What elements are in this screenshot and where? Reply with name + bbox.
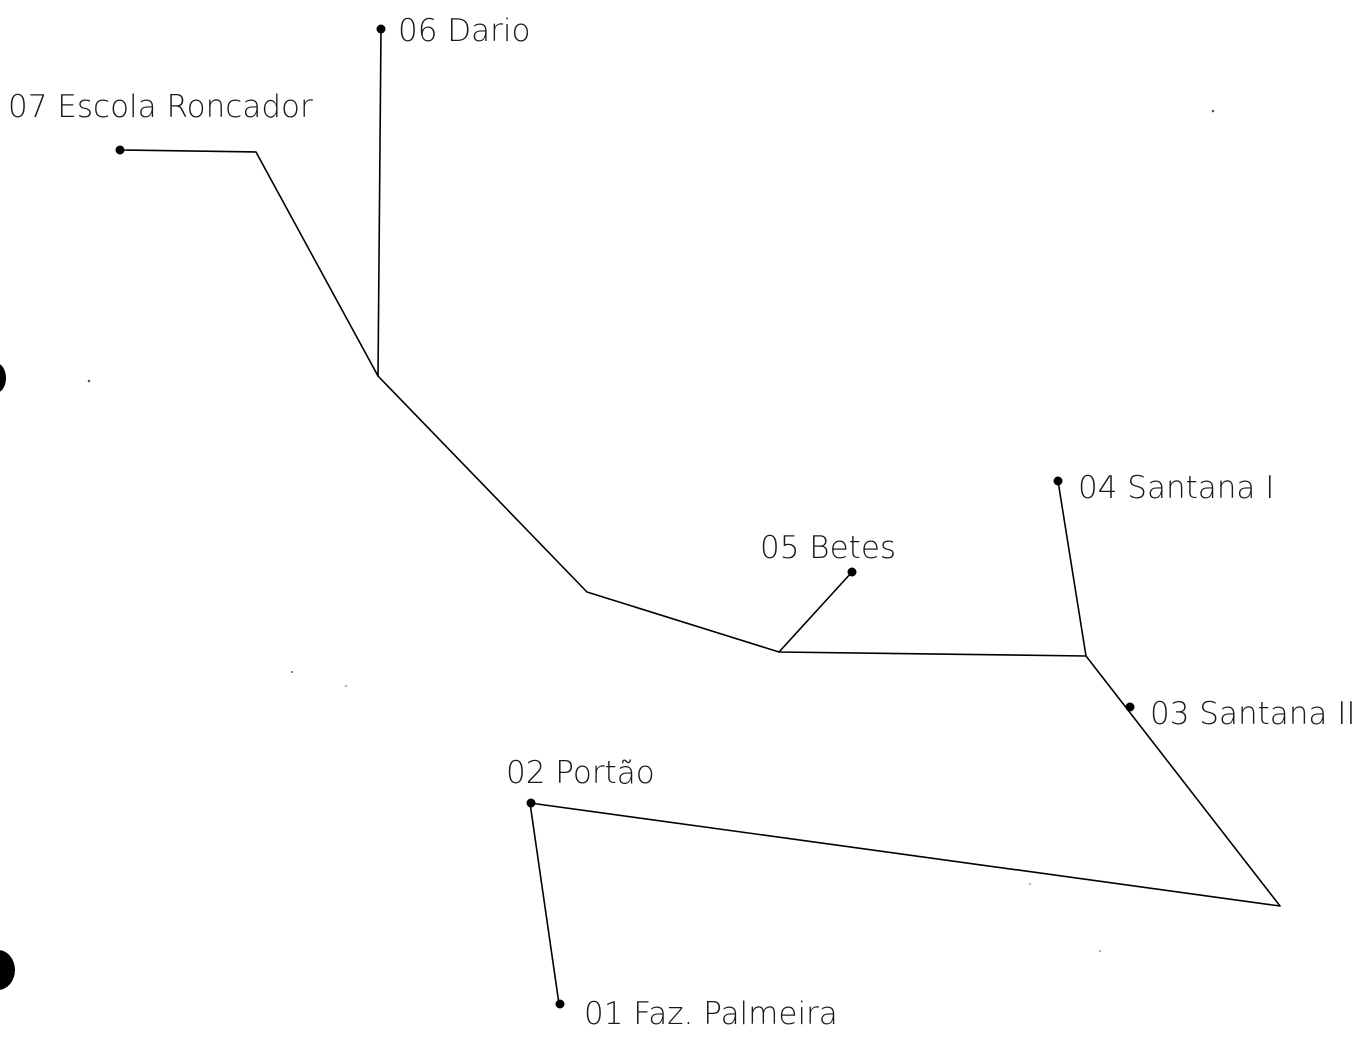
stop-marker-betes[interactable] xyxy=(847,567,857,577)
scan-speck xyxy=(87,379,91,383)
scan-specks xyxy=(87,109,1215,952)
stop-label-santana-i: 04 Santana I xyxy=(1078,470,1274,506)
main-route-line xyxy=(119,149,1281,1005)
branch-line-santana-i xyxy=(1057,480,1087,657)
stop-label-portao: 02 Portão xyxy=(506,755,655,791)
scan-speck xyxy=(1099,950,1101,952)
scan-speck xyxy=(1211,109,1215,113)
branch-line-dario xyxy=(377,28,382,377)
stop-label-faz-palmeira: 01 Faz. Palmeira xyxy=(584,996,838,1032)
stop-marker-santana-ii[interactable] xyxy=(1125,702,1135,712)
stop-label-santana-ii: 03 Santana II xyxy=(1150,696,1356,732)
stop-labels: 07 Escola Roncador 06 Dario 05 Betes 04 … xyxy=(8,13,1356,1032)
scan-speck xyxy=(1029,883,1031,885)
edge-blot-lower xyxy=(0,950,15,990)
stop-label-betes: 05 Betes xyxy=(760,530,896,566)
branch-line-betes xyxy=(778,571,853,653)
stop-marker-portao[interactable] xyxy=(526,798,536,808)
stop-label-escola-roncador: 07 Escola Roncador xyxy=(8,89,313,125)
edge-blot-upper xyxy=(0,364,6,392)
stop-label-dario: 06 Dario xyxy=(398,13,531,49)
scan-speck xyxy=(291,671,293,673)
scan-speck xyxy=(345,685,347,687)
stop-marker-escola-roncador[interactable] xyxy=(115,145,125,155)
stop-markers xyxy=(115,24,1135,1009)
stop-marker-dario[interactable] xyxy=(376,24,386,34)
stop-marker-santana-i[interactable] xyxy=(1053,476,1063,486)
stop-marker-faz-palmeira[interactable] xyxy=(555,999,565,1009)
edge-blots xyxy=(0,364,15,990)
route-lines xyxy=(119,28,1281,1005)
